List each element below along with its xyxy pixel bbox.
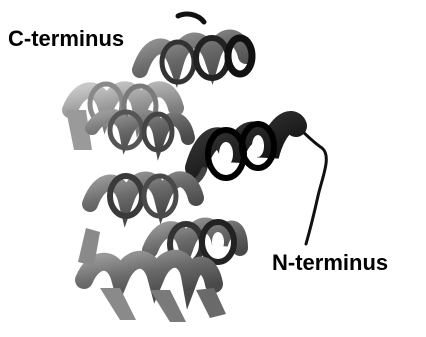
helix-middle <box>90 176 196 216</box>
helix-middle-left <box>92 112 188 150</box>
helix-bottom <box>84 259 226 322</box>
helix-n-terminal <box>196 122 296 178</box>
c-terminus-label: C-terminus <box>8 28 124 50</box>
helix-top <box>140 38 252 83</box>
c-terminus-coil <box>178 14 204 22</box>
n-terminus-label: N-terminus <box>272 252 388 274</box>
n-terminus-coil <box>288 118 326 244</box>
